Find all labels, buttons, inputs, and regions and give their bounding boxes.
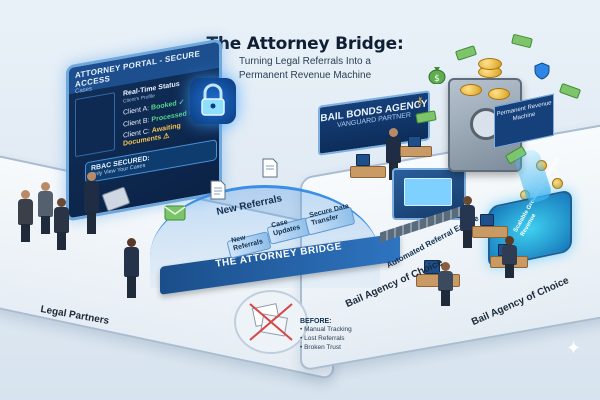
document-icon <box>210 180 226 200</box>
svg-text:$: $ <box>434 74 440 84</box>
office-desk <box>350 166 386 178</box>
shield-icon-wrap <box>534 62 550 80</box>
document-icon <box>262 158 278 178</box>
title-block: The Attorney Bridge: Turning Legal Refer… <box>190 34 420 82</box>
money-bill-icon <box>454 45 478 61</box>
legal-partner-person <box>38 182 53 234</box>
client-b-label: Client B: <box>123 117 150 129</box>
page-title: The Attorney Bridge: <box>206 34 404 54</box>
envelope-icon <box>164 205 186 221</box>
office-desk <box>400 146 432 157</box>
portal-cases-list <box>75 92 115 158</box>
gold-coin-icon <box>478 58 502 70</box>
money-bill-icon <box>415 110 437 124</box>
lock-badge <box>190 78 236 124</box>
agency-staff-person <box>438 262 453 306</box>
agency-staff-person <box>460 196 475 248</box>
before-illustration <box>234 290 308 354</box>
before-title: BEFORE: <box>300 318 332 325</box>
page-subtitle-line-2: Permanent Revenue Machine <box>238 70 372 81</box>
legal-partner-person <box>18 190 33 242</box>
client-a-label: Client A: <box>123 105 150 117</box>
envelope-icon-wrap <box>164 205 186 221</box>
before-item: • Broken Trust <box>300 344 341 351</box>
legal-partner-person <box>124 238 139 298</box>
document-icon-wrap <box>262 158 278 178</box>
legal-partner-person <box>54 198 69 250</box>
computer-monitor <box>356 154 370 166</box>
key-icon: ⚷ <box>416 96 424 107</box>
before-list: BEFORE: • Manual Tracking • Lost Referra… <box>300 318 386 352</box>
office-desk <box>472 226 508 238</box>
lock-icon <box>201 83 225 116</box>
referral-engine-screen <box>404 178 452 206</box>
checkmark-icon: ✓ <box>178 98 185 107</box>
sparkle-icon: ✦ <box>566 338 582 358</box>
computer-monitor <box>480 214 494 226</box>
money-bag-icon: $ <box>428 67 446 84</box>
warning-icon: ⚠ <box>163 132 170 141</box>
legal-partner-person <box>84 172 99 234</box>
money-bill-icon <box>558 82 582 100</box>
before-item: • Manual Tracking <box>300 326 352 333</box>
shield-icon <box>534 62 550 80</box>
document-icon-wrap <box>210 180 226 200</box>
gold-coin-icon <box>488 88 510 100</box>
money-bag-icon-wrap: $ <box>428 64 446 84</box>
before-item: • Lost Referrals <box>300 335 345 342</box>
computer-monitor <box>408 136 421 147</box>
money-bill-icon <box>511 33 533 49</box>
client-a-status: Booked <box>151 100 177 112</box>
gold-coin-icon <box>552 178 563 189</box>
crossed-papers-icon <box>249 303 293 341</box>
gold-coin-icon <box>460 84 482 96</box>
agency-staff-person <box>502 236 517 278</box>
computer-monitor <box>424 260 440 274</box>
page-subtitle-line-1: Turning Legal Referrals Into a <box>239 56 371 67</box>
